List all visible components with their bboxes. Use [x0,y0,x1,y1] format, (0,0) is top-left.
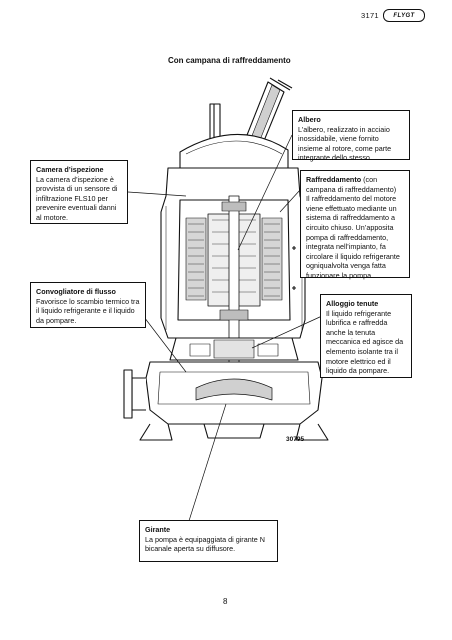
callout-subtitle: (con campana di raffreddamento) [306,175,397,194]
document-code: 3171 [361,11,379,20]
callout-title: Albero [298,115,321,124]
callout-text: Il liquido refrigerante lubrifica e raff… [326,308,404,376]
callout-title: Girante [145,525,171,534]
callout-text: La camera d’ispezione è provvista di un … [36,174,118,222]
callout-alloggio-tenute: Alloggio tenute Il liquido refrigerante … [320,294,412,378]
figure-number: 30795 [286,436,305,443]
flygt-logo: FLYGT [383,9,425,22]
page-number: 8 [223,597,228,606]
callout-text: Il raffreddamento del motore viene effet… [306,194,400,280]
callout-albero: Albero L’albero, realizzato in acciaio i… [292,110,410,163]
callout-camera-ispezione: Camera d’ispezione La camera d’ispezione… [30,160,128,224]
callout-text: L’albero, realizzato in acciaio inossida… [298,124,392,163]
callout-convogliatore-flusso: Convogliatore di flusso Favorisce lo sca… [30,282,146,328]
callout-title: Camera d’ispezione [36,165,104,174]
callout-raffreddamento: Raffreddamento (con campana di raffredda… [300,170,410,280]
callout-title: Convogliatore di flusso [36,287,116,296]
callout-title: Alloggio tenute [326,299,379,308]
callout-girante: Girante La pompa è equipaggiata di giran… [139,520,278,562]
callout-title: Raffreddamento [306,175,362,184]
callout-text: Favorisce lo scambio termico tra il liqu… [36,296,140,325]
page-title: Con campana di raffreddamento [168,56,291,65]
callout-text: La pompa è equipaggiata di girante N bic… [145,534,265,554]
